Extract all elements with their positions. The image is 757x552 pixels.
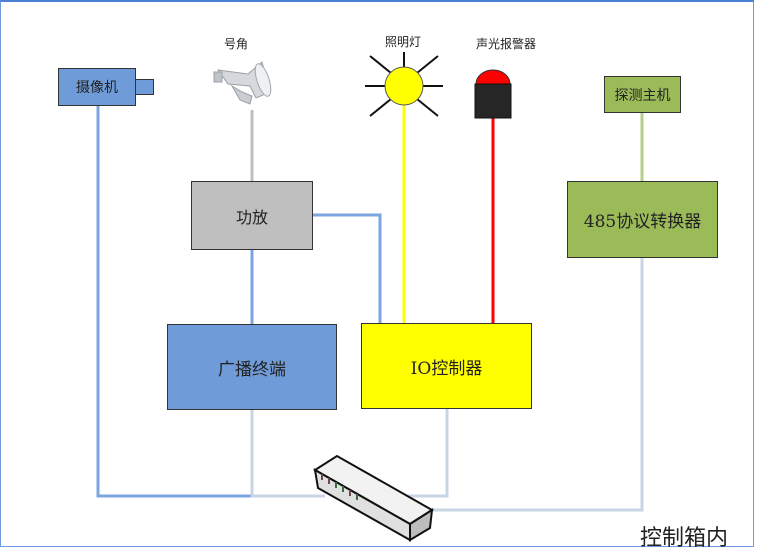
- wire-converter-switch: [428, 258, 644, 512]
- io-controller-label: IO控制器: [410, 358, 483, 379]
- converter-label: 485协议转换器: [583, 212, 702, 232]
- camera-lens-icon: [135, 79, 154, 95]
- io-controller-box[interactable]: IO控制器: [361, 323, 532, 409]
- detector-label: 探测主机: [614, 87, 671, 104]
- alarm-label: 声光报警器: [476, 37, 537, 51]
- horn-speaker-icon: [213, 61, 272, 105]
- detector-box[interactable]: 探测主机: [604, 76, 681, 113]
- region-label: 控制箱内: [640, 526, 729, 551]
- broadcast-terminal-label: 广播终端: [218, 359, 286, 380]
- converter-box[interactable]: 485协议转换器: [567, 181, 718, 258]
- amplifier-box[interactable]: 功放: [191, 181, 313, 250]
- light-bulb-icon: [365, 52, 443, 117]
- wire-amp-io: [312, 213, 382, 324]
- horn-label: 号角: [224, 37, 249, 51]
- alarm-light-icon: [474, 69, 512, 119]
- broadcast-terminal-box[interactable]: 广播终端: [167, 324, 337, 410]
- wire-broadcast-switch: [250, 408, 325, 498]
- wire-camera-switch: [96, 106, 325, 498]
- wire-io-switch: [390, 408, 449, 498]
- network-switch-icon: [313, 454, 434, 542]
- amplifier-label: 功放: [235, 207, 268, 227]
- light-label: 照明灯: [385, 35, 422, 49]
- camera-box[interactable]: 摄像机: [58, 68, 136, 106]
- camera-label: 摄像机: [76, 80, 118, 96]
